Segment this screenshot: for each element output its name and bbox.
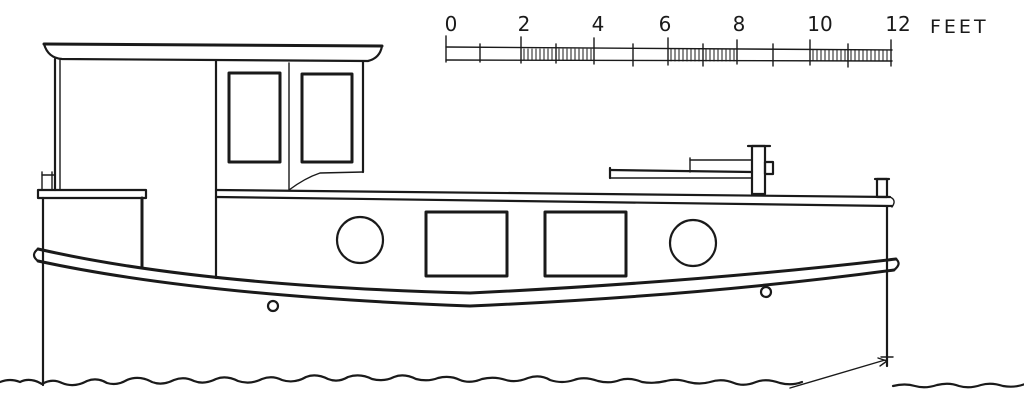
stern-rail — [36, 171, 148, 270]
scale-label-2: 2 — [517, 12, 531, 36]
side-window-fwd — [543, 210, 628, 278]
scale-bar-graphic — [445, 35, 893, 68]
scale-label-10: 10 — [807, 12, 833, 36]
bow-bitt — [873, 177, 891, 199]
mast-post — [746, 144, 775, 196]
wheelhouse-window-right — [300, 72, 354, 164]
deck-line — [214, 188, 895, 208]
scale-unit-label: FEET — [930, 16, 989, 38]
scale-label-12: 12 — [885, 12, 911, 36]
waterline — [0, 374, 1024, 389]
scale-label-8: 8 — [732, 12, 746, 36]
scale-label-4: 4 — [591, 12, 605, 36]
side-window-aft — [424, 210, 509, 278]
cabin-roof — [42, 42, 384, 63]
hull-topside — [335, 210, 718, 278]
scale-label-0: 0 — [444, 12, 458, 36]
hull-ends — [41, 196, 894, 389]
fender-eye-fwd — [759, 285, 773, 299]
rub-rail — [32, 247, 900, 313]
fender-eye-aft — [266, 299, 280, 313]
scale-label-6: 6 — [658, 12, 672, 36]
foredeck-hatch — [608, 157, 754, 180]
porthole-aft — [335, 215, 385, 265]
porthole-fwd — [668, 218, 718, 268]
wheelhouse-window-left — [227, 71, 282, 164]
wheelhouse — [53, 57, 365, 280]
